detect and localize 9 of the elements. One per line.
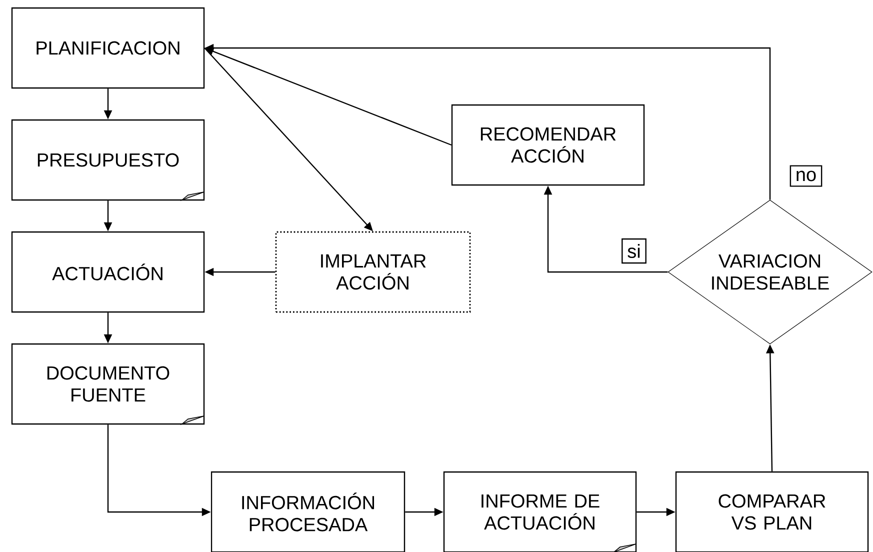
process-box: ACTUACIÓN [11,231,205,313]
process-box: RECOMENDAR ACCIÓN [451,104,645,186]
edge-label: no [790,165,822,187]
document-box: INFORME DE ACTUACIÓN [443,471,637,552]
edge-label: si [622,238,646,264]
process-box: INFORMACIÓN PROCESADA [210,471,406,552]
process-box: COMPARAR VS PLAN [675,471,869,552]
process-box: PLANIFICACION [11,7,205,89]
process-box: IMPLANTAR ACCIÓN [275,231,471,313]
